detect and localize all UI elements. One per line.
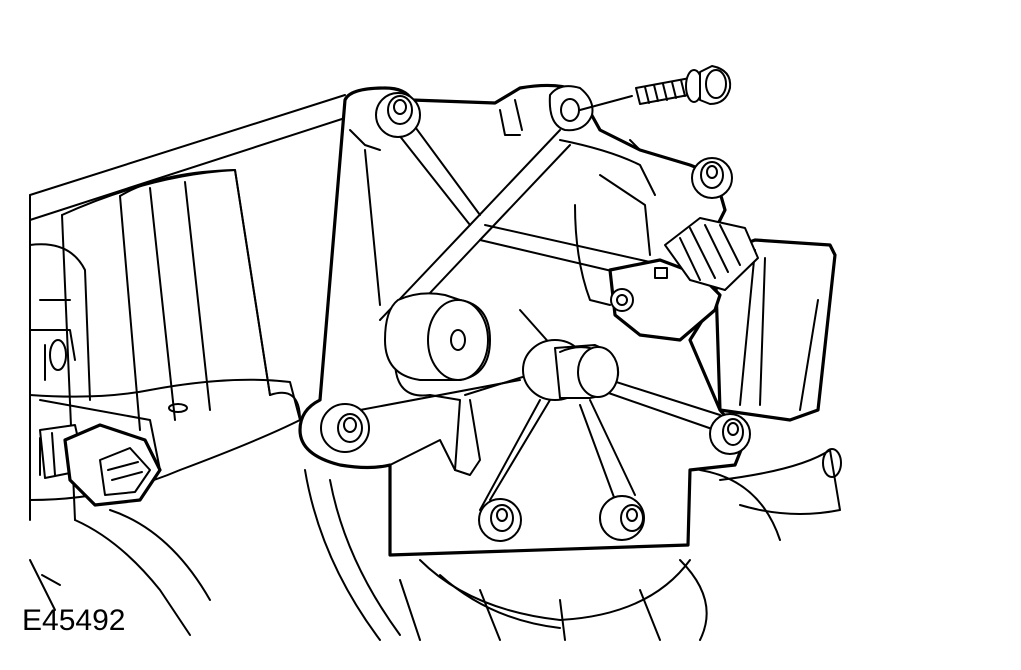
lower-housing	[29, 448, 842, 641]
cover-bolts	[320, 92, 751, 542]
bolt-hole-boss	[548, 85, 594, 132]
bolt-top-right	[691, 157, 733, 199]
central-shaft-hub	[522, 339, 620, 401]
intake-manifold	[29, 94, 346, 636]
bolt-top-left	[375, 92, 421, 138]
bolt-bottom-left	[478, 498, 522, 542]
cylindrical-boss	[384, 292, 491, 381]
figure-reference-label: E45492	[22, 604, 126, 637]
removed-bolt	[579, 65, 732, 111]
position-sensor	[608, 217, 759, 342]
bolt-mid-right	[709, 413, 751, 455]
bolt-mid-left	[320, 403, 370, 453]
bolt-bottom-right	[599, 495, 645, 541]
electrical-connector	[39, 423, 162, 507]
actuator-bracket	[713, 238, 837, 422]
